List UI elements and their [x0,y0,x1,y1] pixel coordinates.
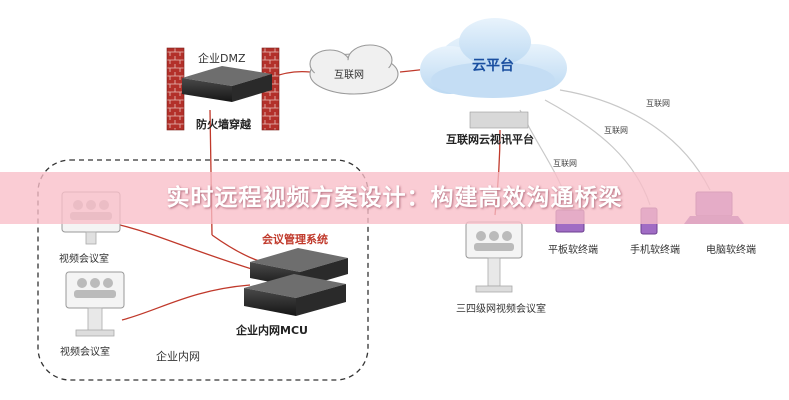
video-room-2-label: 视频会议室 [60,347,110,358]
firewall-left [166,47,185,131]
pc-client-label: 电脑软终端 [706,245,756,256]
dmz-server [182,66,272,102]
cloud-video-platform-label: 互联网云视讯平台 [446,133,534,146]
cloud-video-platform-block [469,111,529,129]
video-room-1-label: 视频会议室 [59,254,109,265]
enterprise-intranet-label: 企业内网 [156,350,200,363]
video-room-2-terminal [65,271,125,337]
internet-link-label-2: 互联网 [604,126,628,135]
link-cloud-to-pc [559,89,711,191]
internet-cloud [309,44,399,95]
enterprise-intranet-mcu-label: 企业内网MCU [236,324,308,337]
internet-link-label-1: 互联网 [646,99,670,108]
firewall-traversal-label: 防火墙穿越 [196,118,251,131]
title-banner-background [0,172,789,224]
internet-link-label-3: 互联网 [553,159,577,168]
mcu-server [244,274,346,316]
conference-mgmt-system-label: 会议管理系统 [262,233,328,246]
tier34-room-terminal [465,221,523,293]
cloud-platform-label: 云平台 [472,58,514,74]
phone-client-label: 手机软终端 [630,245,680,256]
title-banner: 实时远程视频方案设计：构建高效沟通桥梁 [166,185,623,211]
cloud-platform-shape [420,18,567,98]
enterprise-dmz-label: 企业DMZ [198,52,246,65]
tablet-client-label: 平板软终端 [548,245,598,256]
link-mcu-to-room1 [119,224,256,271]
tier34-room-label: 三四级网视频会议室 [456,304,546,315]
link-mcu-to-room2 [121,284,251,321]
internet-top-label: 互联网 [334,70,364,81]
